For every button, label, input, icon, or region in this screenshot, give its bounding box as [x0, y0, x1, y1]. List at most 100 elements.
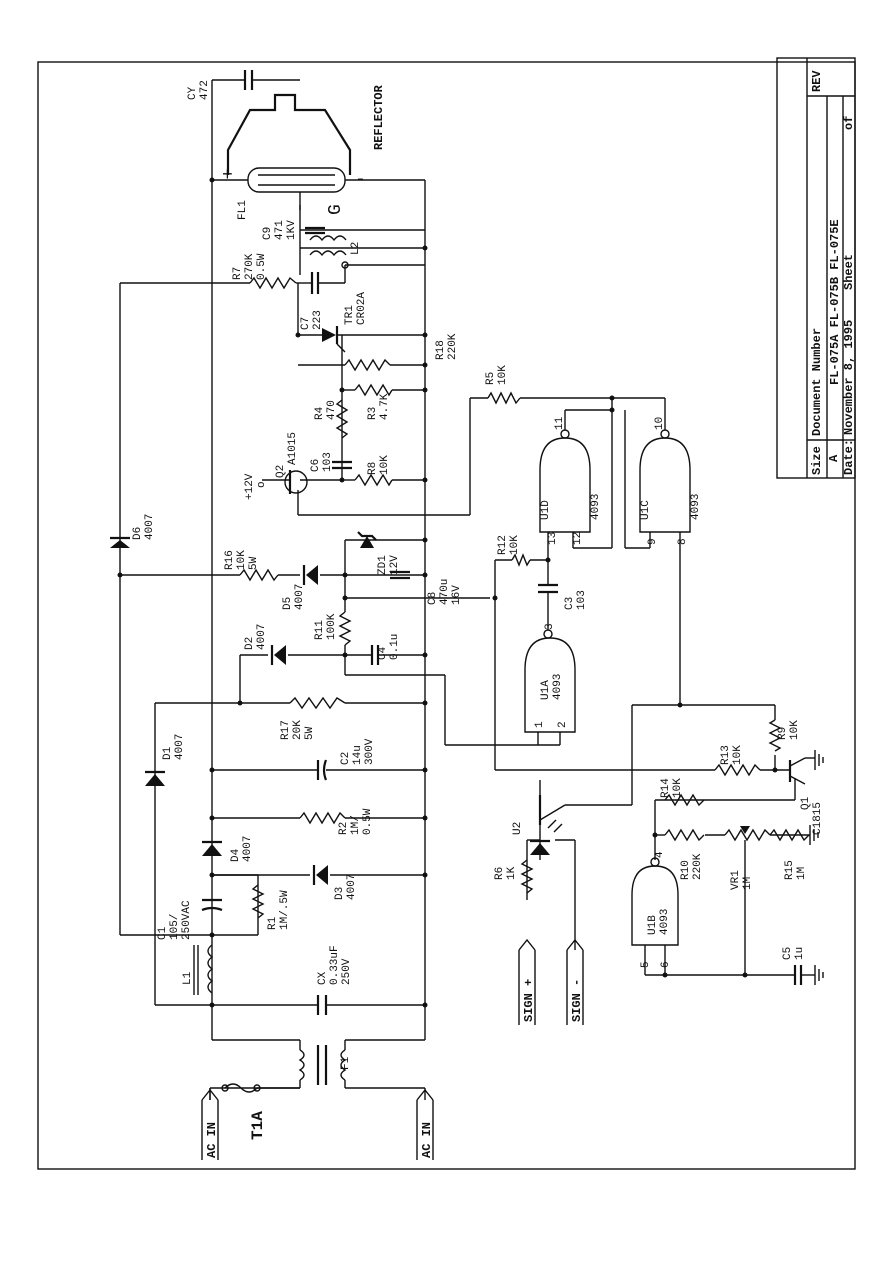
svg-text:103: 103 [576, 590, 588, 610]
resistor-r6: R6 1K [494, 859, 534, 894]
svg-text:L1: L1 [182, 971, 194, 985]
svg-text:VR1: VR1 [730, 870, 742, 890]
svg-text:4007: 4007 [174, 734, 186, 760]
svg-text:U1B: U1B [647, 915, 659, 935]
svg-text:4093: 4093 [690, 494, 702, 520]
svg-text:105/: 105/ [169, 914, 181, 940]
capacitor-c4: C4 0.1u [370, 634, 401, 665]
svg-text:R18: R18 [435, 340, 447, 360]
date-label: Date: [842, 439, 856, 475]
svg-text:R16: R16 [224, 550, 236, 570]
svg-text:R2: R2 [338, 822, 350, 835]
svg-text:4093: 4093 [590, 494, 602, 520]
svg-text:1K: 1K [506, 866, 518, 880]
svg-text:R13: R13 [720, 745, 732, 765]
svg-text:4007: 4007 [144, 514, 156, 540]
svg-text:0.33uF: 0.33uF [329, 945, 341, 985]
svg-text:1M/.5W: 1M/.5W [279, 890, 291, 930]
svg-text:R7: R7 [232, 267, 244, 280]
resistor-r4: R4 470 [314, 399, 349, 439]
capacitor-c8: C8 470u 16V [390, 570, 463, 605]
of-label: of [842, 116, 856, 130]
svg-text:10K: 10K [672, 778, 684, 798]
svg-text:5: 5 [640, 961, 652, 968]
svg-text:R10: R10 [680, 860, 692, 880]
rev-label: REV [810, 70, 824, 92]
svg-text:12: 12 [572, 532, 584, 545]
svg-text:4007: 4007 [346, 874, 358, 900]
svg-text:+12V: +12V [244, 473, 256, 500]
svg-text:4: 4 [654, 851, 666, 858]
svg-text:471: 471 [274, 220, 286, 240]
diode-d6: D6 4007 [110, 514, 156, 548]
transistor-q2: Q2 A1015 +12V o [244, 432, 308, 500]
svg-text:SIGN +: SIGN + [522, 979, 536, 1022]
sheet-label: Sheet [842, 254, 856, 290]
svg-text:D3: D3 [334, 887, 346, 900]
svg-text:D1: D1 [162, 746, 174, 760]
svg-text:12V: 12V [389, 555, 401, 575]
svg-text:2: 2 [557, 721, 569, 728]
svg-text:220K: 220K [447, 333, 459, 360]
svg-text:10K: 10K [732, 745, 744, 765]
svg-text:470: 470 [326, 400, 338, 420]
svg-text:11: 11 [554, 416, 566, 430]
svg-text:3: 3 [544, 623, 556, 630]
document-number-value: FL-075A FL-075B FL-075E [828, 219, 842, 385]
ac-in-right-terminal: AC IN [416, 1088, 434, 1160]
inductor-l1: L1 [182, 944, 214, 995]
svg-text:4007: 4007 [242, 836, 254, 862]
capacitor-c3: C3 103 [538, 583, 588, 610]
resistor-r18: R18 220K [344, 333, 459, 372]
size-value: A [827, 454, 841, 462]
svg-text:100K: 100K [326, 613, 338, 640]
resistor-r14: R14 10K [660, 778, 705, 807]
svg-text:U1C: U1C [640, 500, 652, 520]
svg-text:250VAC: 250VAC [181, 900, 193, 940]
svg-text:4093: 4093 [552, 674, 564, 700]
svg-text:CR02A: CR02A [356, 292, 368, 325]
svg-text:1M/: 1M/ [350, 815, 362, 835]
thyristor-tr1: TR1 CR02A [322, 292, 368, 353]
svg-text:10K: 10K [379, 455, 391, 475]
svg-text:10K: 10K [236, 550, 248, 570]
transistor-q1: Q1 C1815 [788, 750, 824, 835]
svg-text:R6: R6 [494, 867, 506, 880]
svg-text:C7: C7 [300, 317, 312, 330]
svg-text:C1815: C1815 [812, 802, 824, 835]
sign-plus-terminal: SIGN + [518, 938, 536, 1025]
diode-d5: D5 4007 [282, 565, 318, 610]
capacitor-c9: C9 471 1KV [262, 220, 325, 240]
svg-text:0.1u: 0.1u [389, 634, 401, 660]
resistor-r8: R8 10K [354, 455, 393, 487]
diode-d4: D4 4007 [202, 836, 254, 862]
svg-text:R17: R17 [280, 720, 292, 740]
wiring [119, 79, 810, 1100]
capacitor-c2: C2 14u 300V [316, 738, 376, 781]
svg-text:6: 6 [660, 961, 672, 968]
svg-text:10K: 10K [497, 365, 509, 385]
svg-text:R4: R4 [314, 406, 326, 420]
svg-text:C5: C5 [782, 947, 794, 960]
svg-text:5W: 5W [304, 726, 316, 740]
svg-text:250V: 250V [341, 958, 353, 985]
diode-d2: D2 4007 [244, 624, 286, 665]
svg-text:R8: R8 [367, 462, 379, 475]
svg-text:16V: 16V [451, 585, 463, 605]
svg-text:TR1: TR1 [344, 305, 356, 325]
svg-text:10K: 10K [509, 535, 521, 555]
flash-tube-fl1: REFLECTOR FL1 + - G [222, 84, 386, 220]
svg-text:AC IN: AC IN [205, 1122, 219, 1158]
resistor-r5: R5 10K [485, 365, 521, 405]
svg-text:D5: D5 [282, 597, 294, 610]
svg-text:8: 8 [677, 538, 689, 545]
svg-text:o: o [256, 481, 268, 488]
svg-text:10: 10 [654, 417, 666, 430]
resistor-r1: R1 1M/.5W [251, 884, 291, 930]
svg-text:R15: R15 [784, 860, 796, 880]
svg-text:9: 9 [647, 538, 659, 545]
svg-text:4.7K: 4.7K [379, 393, 391, 420]
svg-text:Q1: Q1 [800, 796, 812, 810]
title-block: REV Size A Document Number FL-075A FL-07… [776, 57, 856, 479]
